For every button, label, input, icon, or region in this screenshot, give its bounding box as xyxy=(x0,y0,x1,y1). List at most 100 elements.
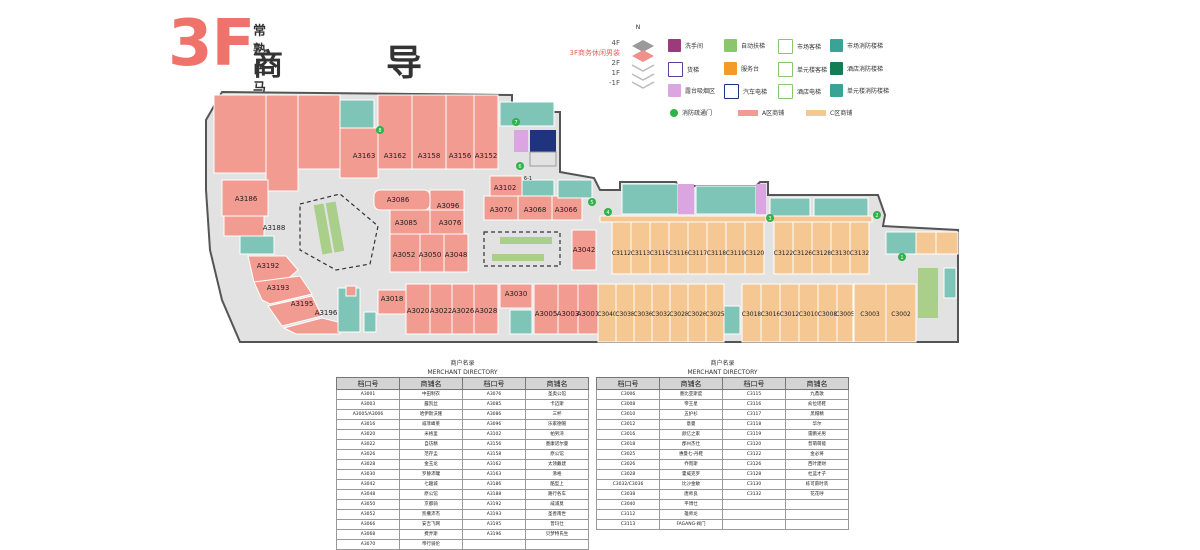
unit-label[interactable]: A3001 xyxy=(577,310,600,318)
unit-c3113[interactable] xyxy=(630,221,651,275)
unit-label[interactable]: A3193 xyxy=(267,284,290,292)
unit-label[interactable]: A3022 xyxy=(430,307,453,315)
unit-label[interactable]: A3076 xyxy=(439,219,462,227)
zone-c-swatch xyxy=(806,109,826,116)
unit-label[interactable]: C3018 xyxy=(742,311,762,318)
unit-label[interactable]: C3126 xyxy=(793,250,813,257)
floor-item[interactable]: 4F xyxy=(611,39,620,47)
unit-label[interactable]: C3010 xyxy=(799,311,819,318)
unit-label[interactable]: C3132 xyxy=(850,250,870,257)
unit-label[interactable]: C3008 xyxy=(818,311,838,318)
unit-c3130[interactable] xyxy=(830,221,851,275)
unit-label[interactable]: C3002 xyxy=(891,311,911,318)
unit-label[interactable]: A3156 xyxy=(449,152,472,160)
unit-c3116[interactable] xyxy=(668,221,689,275)
unit-c3025[interactable] xyxy=(705,283,725,343)
fire-door-icon xyxy=(512,118,520,126)
unit-label[interactable]: C3130 xyxy=(831,250,851,257)
table-cell: 费弄斯 xyxy=(399,529,463,540)
unit-label[interactable]: A3048 xyxy=(445,251,468,259)
table-cell: 普玛仕 xyxy=(525,519,589,530)
unit-label[interactable]: A3003 xyxy=(557,310,580,318)
unit-label[interactable]: C3032 xyxy=(651,311,671,318)
unit-label[interactable]: C3120 xyxy=(745,250,765,257)
unit-label[interactable]: C3028 xyxy=(669,311,689,318)
fire-door-icon xyxy=(898,253,906,261)
unit-label[interactable]: A3196 xyxy=(315,309,338,317)
unit-label[interactable]: A3018 xyxy=(381,295,404,303)
floor-item[interactable]: -1F xyxy=(608,79,620,87)
unit-label[interactable]: C3128 xyxy=(812,250,832,257)
unit-label[interactable]: C3122 xyxy=(774,250,794,257)
unit-c3005[interactable] xyxy=(836,283,854,343)
unit-label[interactable]: A3162 xyxy=(384,152,407,160)
unit-label[interactable]: C3003 xyxy=(860,311,880,318)
unit-label[interactable]: A3068 xyxy=(524,206,547,214)
unit-label[interactable]: A3085 xyxy=(395,219,418,227)
floor-item[interactable]: 1F xyxy=(611,69,620,77)
unit-label[interactable]: C3036 xyxy=(633,311,653,318)
unit-label[interactable]: A3163 xyxy=(353,152,376,160)
unit-label[interactable]: C3112 xyxy=(612,250,632,257)
unit-label[interactable]: A3102 xyxy=(494,184,517,192)
unit-c3132[interactable] xyxy=(849,221,870,275)
unit-label[interactable]: A3086 xyxy=(387,196,410,204)
unit-label[interactable]: A3188 xyxy=(263,224,286,232)
unit-label[interactable]: A3026 xyxy=(452,307,475,315)
floor-item-current[interactable]: 3F商务休闲男装 xyxy=(569,49,620,57)
unit-label[interactable]: A3186 xyxy=(235,195,258,203)
unit-label[interactable]: A3096 xyxy=(437,202,460,210)
unit-label[interactable]: C3025 xyxy=(705,311,725,318)
unit-label[interactable]: C3116 xyxy=(669,250,689,257)
unit-c3128[interactable] xyxy=(811,221,832,275)
unit-c3115[interactable] xyxy=(649,221,670,275)
fire-door-number: 2 xyxy=(875,213,878,219)
unit-label[interactable]: A3050 xyxy=(419,251,442,259)
floor-item[interactable]: 2F xyxy=(611,59,620,67)
unit-c3126[interactable] xyxy=(792,221,813,275)
unit-label[interactable]: A3052 xyxy=(393,251,416,259)
unit-label[interactable]: C3012 xyxy=(780,311,800,318)
unit-c3117[interactable] xyxy=(687,221,708,275)
unit-label[interactable]: A3020 xyxy=(407,307,430,315)
unit-label[interactable]: C3118 xyxy=(707,250,727,257)
unit-label[interactable]: C3119 xyxy=(726,250,746,257)
unit-label[interactable]: A3158 xyxy=(418,152,441,160)
unit-label[interactable]: C3005 xyxy=(835,311,855,318)
unit-label[interactable]: C3038 xyxy=(615,311,635,318)
legend-item: 汽车电梯 xyxy=(724,84,767,99)
unit-label[interactable]: C3040 xyxy=(597,311,617,318)
unit-label[interactable]: A3066 xyxy=(555,206,578,214)
unit-label[interactable]: A3042 xyxy=(573,246,596,254)
unit-label[interactable]: A3030 xyxy=(505,290,528,298)
unit-label[interactable]: C3016 xyxy=(761,311,781,318)
freight-elevator-icon xyxy=(668,62,683,77)
table-cell: 原公馆 xyxy=(399,489,463,500)
unit-label[interactable]: C3115 xyxy=(650,250,670,257)
unit-c3118[interactable] xyxy=(706,221,727,275)
unit-c3002[interactable] xyxy=(885,283,917,343)
legend-item: 市场消防楼梯 xyxy=(830,39,883,52)
fire-door-icon xyxy=(376,126,384,134)
directory-header: 商铺名 xyxy=(525,377,589,390)
unit-c3119[interactable] xyxy=(725,221,746,275)
unit-c3112[interactable] xyxy=(611,221,632,275)
unit-label[interactable]: A3152 xyxy=(475,152,498,160)
unit-c3003[interactable] xyxy=(853,283,887,343)
unit-c3120[interactable] xyxy=(744,221,765,275)
unit-c3122[interactable] xyxy=(773,221,794,275)
table-cell: A3196 xyxy=(462,529,526,540)
unit-label[interactable]: A3005 xyxy=(535,310,558,318)
unit-label[interactable]: C3113 xyxy=(631,250,651,257)
unit-label[interactable]: A3192 xyxy=(257,262,280,270)
unit-label[interactable]: A3028 xyxy=(475,307,498,315)
table-cell: 墨康诺尔曼 xyxy=(525,439,589,450)
unit-label[interactable]: C3117 xyxy=(688,250,708,257)
unit-label[interactable]: C3026 xyxy=(687,311,707,318)
unit-label[interactable]: A3195 xyxy=(291,300,314,308)
unit-label[interactable]: A3070 xyxy=(490,206,513,214)
table-cell: C3116 xyxy=(722,399,786,410)
legend-item: 酒店电梯 xyxy=(778,84,821,99)
